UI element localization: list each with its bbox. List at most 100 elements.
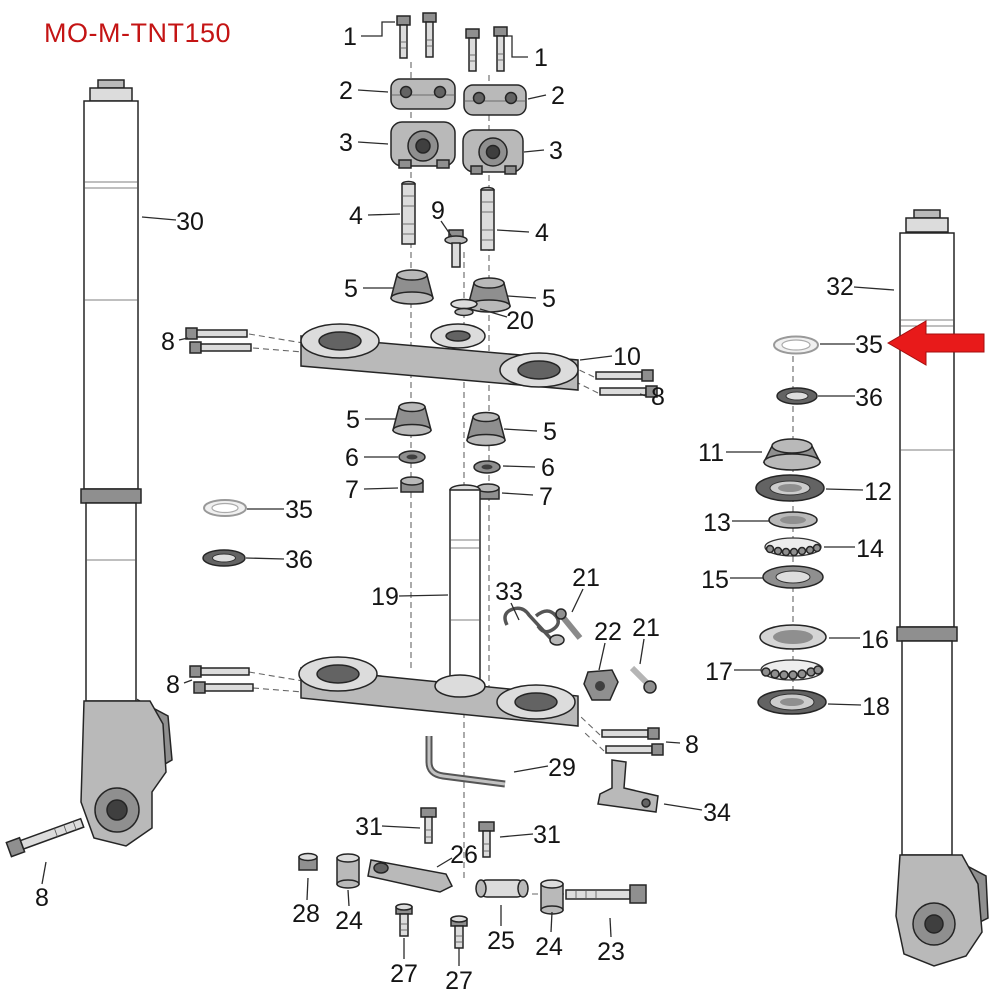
part-4-riser-stud-right xyxy=(480,186,495,251)
svg-text:10: 10 xyxy=(613,343,641,371)
svg-text:18: 18 xyxy=(862,693,890,721)
part-19-bottom-triple-clamp xyxy=(298,656,579,727)
part-8-pinch-bolts-upper-left xyxy=(185,327,252,354)
callout-8-upper-right: 8 xyxy=(639,383,665,411)
callout-1-left: 1 xyxy=(343,21,395,51)
part-30-fork-leg-left xyxy=(80,79,173,847)
callout-8-lower-left: 8 xyxy=(166,671,193,699)
svg-text:36: 36 xyxy=(285,546,313,574)
svg-text:4: 4 xyxy=(349,202,363,230)
svg-text:5: 5 xyxy=(543,418,557,446)
part-1-riser-bolts-left xyxy=(396,12,437,59)
svg-text:31: 31 xyxy=(355,813,383,841)
part-11-bearing-cover xyxy=(762,438,822,471)
part-35-dust-seal-right xyxy=(773,335,819,355)
svg-text:26: 26 xyxy=(450,841,478,869)
svg-text:22: 22 xyxy=(594,618,622,646)
callout-27-a: 27 xyxy=(390,938,418,988)
callout-22: 22 xyxy=(594,618,622,671)
callout-25: 25 xyxy=(487,905,515,955)
callout-9: 9 xyxy=(431,197,453,238)
diagram-title: MO-M-TNT150 xyxy=(44,18,231,48)
svg-text:7: 7 xyxy=(345,476,359,504)
callout-15: 15 xyxy=(701,566,763,594)
svg-text:1: 1 xyxy=(343,23,357,51)
callout-14: 14 xyxy=(824,535,884,563)
callout-7-left: 7 xyxy=(345,476,399,504)
callout-4-right: 4 xyxy=(496,219,549,247)
svg-text:33: 33 xyxy=(495,578,523,606)
part-26-steering-stop xyxy=(367,859,454,893)
callout-1-right: 1 xyxy=(505,35,548,72)
part-27-bolt-b xyxy=(450,915,468,949)
callout-31-left: 31 xyxy=(355,813,421,841)
part-14-ball-retainer-upper xyxy=(764,537,822,557)
part-24-bushing-a xyxy=(336,853,360,889)
svg-text:4: 4 xyxy=(535,219,549,247)
callout-7-right: 7 xyxy=(501,483,553,511)
callout-2-right: 2 xyxy=(527,82,565,110)
svg-text:12: 12 xyxy=(864,478,892,506)
part-35-dust-seal-left xyxy=(203,499,247,517)
callout-5-upper-right: 5 xyxy=(507,285,556,313)
part-5-damper-lower-right xyxy=(466,411,506,447)
callout-6-left: 6 xyxy=(345,444,398,472)
callout-10: 10 xyxy=(579,343,641,371)
part-33-lock-pin xyxy=(503,606,565,646)
svg-text:15: 15 xyxy=(701,566,729,594)
svg-text:7: 7 xyxy=(539,483,553,511)
part-16-bearing-race-lower xyxy=(759,624,827,650)
part-2-bar-clamp-left xyxy=(390,78,456,110)
svg-text:27: 27 xyxy=(390,960,418,988)
svg-text:28: 28 xyxy=(292,900,320,928)
part-5-damper-upper-right xyxy=(467,277,511,313)
svg-text:16: 16 xyxy=(861,626,889,654)
callout-8-lower-right: 8 xyxy=(665,731,699,759)
callout-17: 17 xyxy=(705,658,761,686)
callout-8-upper-left: 8 xyxy=(161,328,189,356)
svg-text:1: 1 xyxy=(534,44,548,72)
callout-16: 16 xyxy=(829,626,889,654)
part-28-nut xyxy=(298,852,318,871)
part-21-bolt-b xyxy=(629,665,657,694)
svg-text:32: 32 xyxy=(826,273,854,301)
part-5-damper-upper-left xyxy=(390,269,434,305)
part-10-top-triple-clamp xyxy=(300,323,579,391)
svg-text:6: 6 xyxy=(345,444,359,472)
part-25-spacer-tube xyxy=(475,879,529,898)
svg-text:27: 27 xyxy=(445,967,473,995)
part-9-flange-bolt xyxy=(444,229,468,268)
part-6-washer-right xyxy=(473,460,501,474)
part-22-stop-plate xyxy=(583,669,619,701)
svg-text:6: 6 xyxy=(541,454,555,482)
callout-29: 29 xyxy=(513,754,576,782)
svg-text:5: 5 xyxy=(542,285,556,313)
callout-21-b: 21 xyxy=(632,614,660,665)
callout-24-a: 24 xyxy=(335,889,363,935)
part-31-bolt-right xyxy=(478,821,495,858)
part-29-cable-guide xyxy=(425,736,506,788)
svg-text:2: 2 xyxy=(339,77,353,105)
callouts: 1 1 2 2 3 3 4 9 4 5 5 20 8 10 8 5 5 6 6 … xyxy=(35,21,895,995)
callout-8-axle: 8 xyxy=(35,861,49,912)
callout-24-b: 24 xyxy=(535,911,563,961)
svg-text:30: 30 xyxy=(176,208,204,236)
part-4-riser-stud-left xyxy=(401,180,416,245)
svg-text:5: 5 xyxy=(344,275,358,303)
part-24-bushing-b xyxy=(540,879,564,915)
svg-text:21: 21 xyxy=(632,614,660,642)
callout-11: 11 xyxy=(698,439,762,467)
part-20-washer xyxy=(450,298,478,317)
svg-text:11: 11 xyxy=(698,439,724,467)
svg-text:34: 34 xyxy=(703,799,731,827)
part-32-fork-leg-right xyxy=(895,209,989,967)
callout-36-left: 36 xyxy=(245,546,313,574)
callout-13: 13 xyxy=(703,509,770,537)
svg-text:20: 20 xyxy=(506,307,534,335)
svg-text:29: 29 xyxy=(548,754,576,782)
svg-text:25: 25 xyxy=(487,927,515,955)
callout-19: 19 xyxy=(371,583,449,611)
callout-30: 30 xyxy=(141,208,204,236)
assembly-centerlines xyxy=(89,62,794,895)
